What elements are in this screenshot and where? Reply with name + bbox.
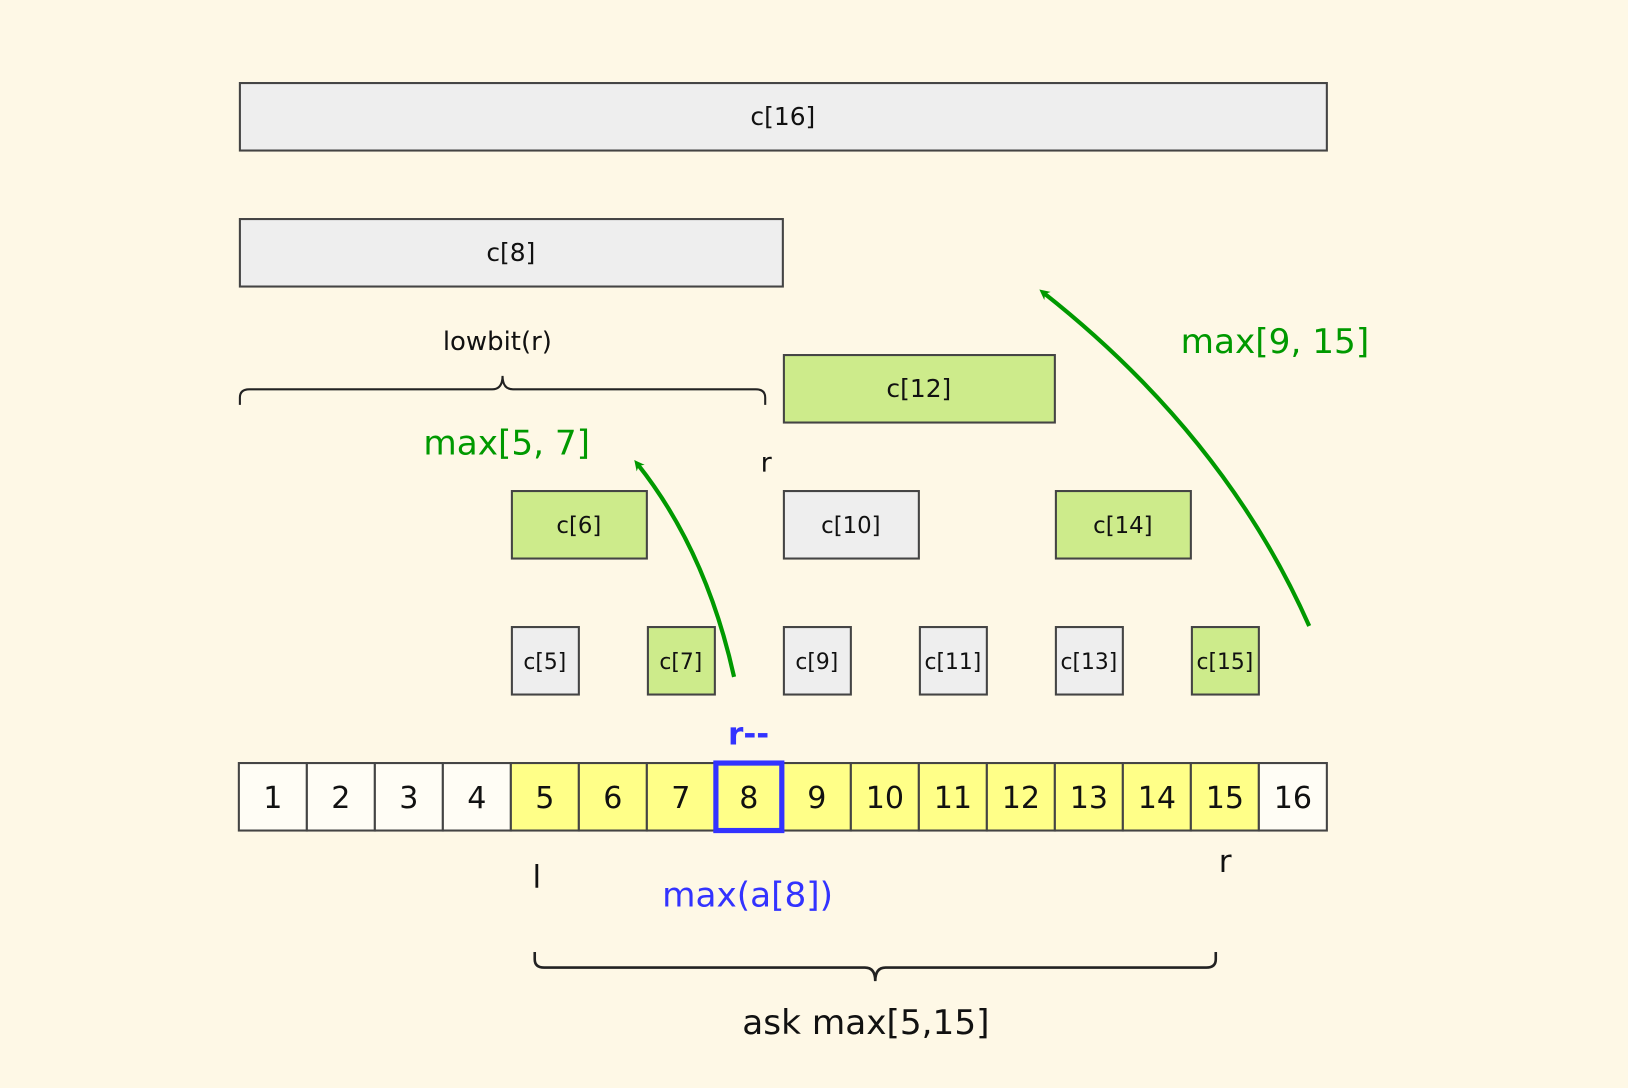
array-cell-box (441, 762, 512, 832)
array-cell-box (577, 762, 648, 832)
tree-node-label: c[14] (1093, 513, 1152, 539)
tree-node-c5: c[5] (510, 626, 580, 696)
tree-node-label: c[10] (821, 513, 880, 539)
array-cell-4: 4 (441, 762, 512, 832)
array-cell-box (1121, 762, 1192, 832)
array-cell-11: 11 (917, 762, 988, 832)
array-cell-label: 8 (739, 781, 758, 816)
tree-node-label: c[11] (924, 650, 981, 675)
array-cell-15: 15 (1189, 762, 1260, 832)
tree-node-box (918, 626, 988, 696)
tree-nodes: c[16] c[8] c[12] c[6] c[10] c[14] c[5] c[7] c[9]… (238, 82, 1328, 696)
tree-node-label: c[5] (523, 650, 566, 675)
lowbit-label: lowbit(r) (443, 327, 552, 357)
array-cell-label: 9 (807, 781, 826, 816)
array-cell-3: 3 (373, 762, 444, 832)
tree-node-box (1054, 626, 1124, 696)
max-a8-label: max(a[8]) (662, 875, 833, 915)
array-cell-13: 13 (1053, 762, 1124, 832)
array-cell-label: 5 (535, 781, 554, 816)
query-brace (533, 952, 1218, 982)
tree-node-label: c[8] (486, 238, 535, 267)
tree-node-c12: c[12] (782, 354, 1056, 424)
array-cell-label: 1 (263, 781, 282, 816)
current-cell-highlight (713, 760, 785, 834)
tree-node-c16: c[16] (238, 82, 1328, 152)
lowbit-brace (238, 375, 767, 405)
r-upper-label: r (761, 447, 773, 478)
tree-node-box (646, 626, 716, 696)
r-marker: r (1219, 844, 1232, 880)
tree-node-label: c[13] (1060, 650, 1117, 675)
array-cell-box (1189, 762, 1260, 832)
arrow-to-c12 (1039, 289, 1312, 627)
array-cell-label: 15 (1206, 781, 1244, 816)
tree-node-box (1054, 490, 1192, 560)
array-cell-label: 12 (1002, 781, 1040, 816)
array-cell-16: 16 (1257, 762, 1328, 832)
tree-node-c6: c[6] (510, 490, 648, 560)
array-cell-box (237, 762, 308, 832)
arrow-c7-to-c6 (634, 459, 737, 678)
tree-node-box (510, 490, 648, 560)
tree-node-c7: c[7] (646, 626, 716, 696)
array-cell-1: 1 (237, 762, 308, 832)
max-9-15-label: max[9, 15] (1181, 322, 1370, 362)
array-cell-7: 7 (645, 762, 716, 832)
array-cell-label: 4 (467, 781, 486, 816)
tree-node-c9: c[9] (782, 626, 852, 696)
tree-node-box (782, 626, 852, 696)
ask-label: ask max[5,15] (742, 1003, 989, 1043)
tree-node-label: c[16] (750, 102, 815, 131)
array-cell-box (1053, 762, 1124, 832)
array-cell-label: 6 (603, 781, 622, 816)
array-cell-label: 11 (934, 781, 972, 816)
l-marker: l (532, 860, 541, 896)
tree-node-c11: c[11] (918, 626, 988, 696)
array-cell-5: 5 (509, 762, 580, 832)
tree-node-label: c[12] (886, 374, 951, 403)
tree-node-box (238, 82, 1328, 152)
tree-node-label: c[15] (1196, 650, 1253, 675)
tree-node-label: c[7] (659, 650, 702, 675)
array-cell-box (849, 762, 920, 832)
array-cell-14: 14 (1121, 762, 1192, 832)
tree-node-c10: c[10] (782, 490, 920, 560)
array-cell-9: 9 (781, 762, 852, 832)
array-cell-6: 6 (577, 762, 648, 832)
tree-node-box (1190, 626, 1260, 696)
array-cell-box (1257, 762, 1328, 832)
array-cell-box (645, 762, 716, 832)
array-cell-label: 10 (866, 781, 904, 816)
tree-node-label: c[6] (556, 513, 601, 539)
array-cell-8: 8 (713, 762, 784, 832)
array-cell-label: 7 (671, 781, 690, 816)
max-5-7-label: max[5, 7] (423, 424, 590, 464)
tree-node-box (510, 626, 580, 696)
tree-node-label: c[9] (795, 650, 838, 675)
array-cell-label: 13 (1070, 781, 1108, 816)
array-cell-12: 12 (985, 762, 1056, 832)
array-cell-2: 2 (305, 762, 376, 832)
r-decrement-label: r-- (728, 716, 769, 752)
array-cell-label: 2 (331, 781, 350, 816)
array-cell-label: 3 (399, 781, 418, 816)
tree-node-c14: c[14] (1054, 490, 1192, 560)
array-cell-label: 14 (1138, 781, 1176, 816)
tree-node-c13: c[13] (1054, 626, 1124, 696)
tree-node-box (782, 490, 920, 560)
tree-node-box (238, 218, 784, 288)
array-cell-label: 16 (1274, 781, 1312, 816)
array-cell-box (713, 762, 784, 832)
tree-node-c8: c[8] (238, 218, 784, 288)
array-cell-box (305, 762, 376, 832)
tree-node-box (782, 354, 1056, 424)
array-cell-10: 10 (849, 762, 920, 832)
tree-node-c15: c[15] (1190, 626, 1260, 696)
